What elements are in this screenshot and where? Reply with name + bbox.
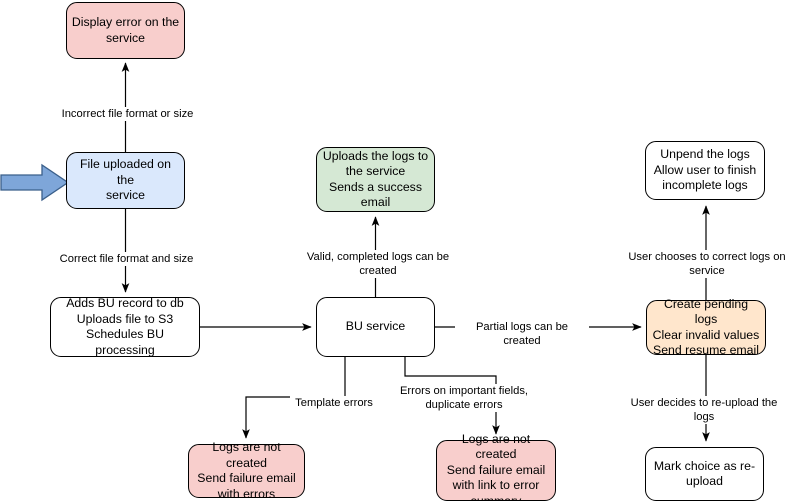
edge-label-errors-on-important-fields: Errors on important fields, duplicate er… <box>393 384 535 412</box>
edge-label-incorrect-file-format: Incorrect file format or size <box>58 107 197 121</box>
edge-label-user-decides-to-reupload: User decides to re-upload the logs <box>617 396 791 424</box>
node-file-uploaded-on-the-service[interactable]: File uploaded on the service <box>66 152 185 209</box>
edge-label-valid-completed-logs: Valid, completed logs can be created <box>286 250 470 278</box>
node-display-error[interactable]: Display error on the service <box>66 2 185 59</box>
node-mark-choice-as-reupload[interactable]: Mark choice as re- upload <box>645 447 764 501</box>
node-uploads-the-logs[interactable]: Uploads the logs to the service Sends a … <box>316 147 435 212</box>
node-logs-not-created-error-summary[interactable]: Logs are not created Send failure email … <box>436 432 556 501</box>
node-create-pending-logs[interactable]: Create pending logs Clear invalid values… <box>646 297 766 357</box>
edge-label-user-chooses-to-correct-logs: User chooses to correct logs on service <box>609 250 801 278</box>
node-unpend-the-logs[interactable]: Unpend the logs Allow user to finish inc… <box>645 141 765 200</box>
node-logs-not-created-template-errors[interactable]: Logs are not created Send failure email … <box>188 440 305 501</box>
edge-label-partial-logs-can-be-created: Partial logs can be created <box>455 320 589 348</box>
input-block-arrow <box>0 163 70 202</box>
node-adds-bu-record[interactable]: Adds BU record to db Uploads file to S3 … <box>50 296 200 357</box>
edge-label-template-errors: Template errors <box>290 396 378 410</box>
edge-label-correct-file-format: Correct file format and size <box>57 252 196 266</box>
node-bu-service[interactable]: BU service <box>316 297 435 357</box>
